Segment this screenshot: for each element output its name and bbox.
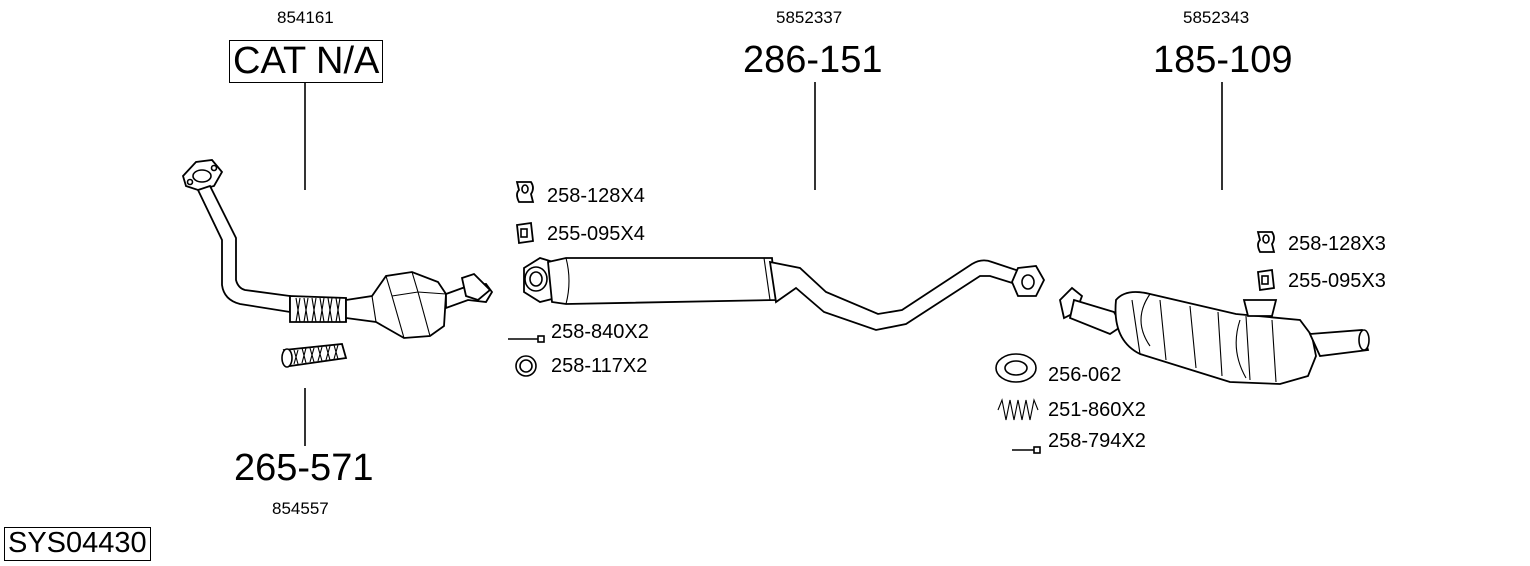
- fitting-label[interactable]: 258-840X2: [551, 321, 649, 343]
- rubber-hanger-icon: [515, 181, 535, 203]
- flex-pipe-part-number[interactable]: 265-571: [234, 447, 374, 489]
- fitting-label[interactable]: 251-860X2: [1048, 399, 1146, 421]
- middle-silencer-ref: 5852337: [776, 8, 843, 27]
- fitting-label[interactable]: 258-128X3: [1288, 233, 1386, 255]
- front-pipe-assembly: [181, 159, 494, 339]
- ring-icon: [515, 355, 537, 377]
- bolt-icon: [508, 335, 545, 343]
- front-pipe-part-number[interactable]: CAT N/A: [229, 40, 384, 83]
- spring-icon: [997, 398, 1039, 421]
- rear-silencer-ref: 5852343: [1183, 8, 1250, 27]
- fitting-label[interactable]: 255-095X3: [1288, 270, 1386, 292]
- rubber-hanger-icon: [1256, 231, 1276, 253]
- middle-silencer-part-number[interactable]: 286-151: [743, 39, 883, 81]
- clamp-icon: [516, 221, 534, 245]
- flex-pipe-part: [281, 343, 348, 368]
- flex-pipe-ref: 854557: [272, 499, 329, 518]
- clamp-icon: [1257, 268, 1275, 292]
- middle-silencer-assembly: [523, 257, 1046, 331]
- gasket-icon: [995, 353, 1037, 383]
- diagram-code: SYS04430: [4, 527, 151, 561]
- fitting-label[interactable]: 256-062: [1048, 364, 1122, 386]
- fitting-label[interactable]: 258-117X2: [551, 355, 648, 377]
- fitting-label[interactable]: 258-128X4: [547, 185, 645, 207]
- rear-silencer-assembly: [1059, 286, 1370, 385]
- fitting-label[interactable]: 255-095X4: [547, 223, 645, 245]
- bolt-icon: [1012, 446, 1041, 454]
- fitting-label[interactable]: 258-794X2: [1048, 430, 1146, 452]
- front-pipe-ref: 854161: [277, 8, 334, 27]
- rear-silencer-part-number[interactable]: 185-109: [1153, 39, 1293, 81]
